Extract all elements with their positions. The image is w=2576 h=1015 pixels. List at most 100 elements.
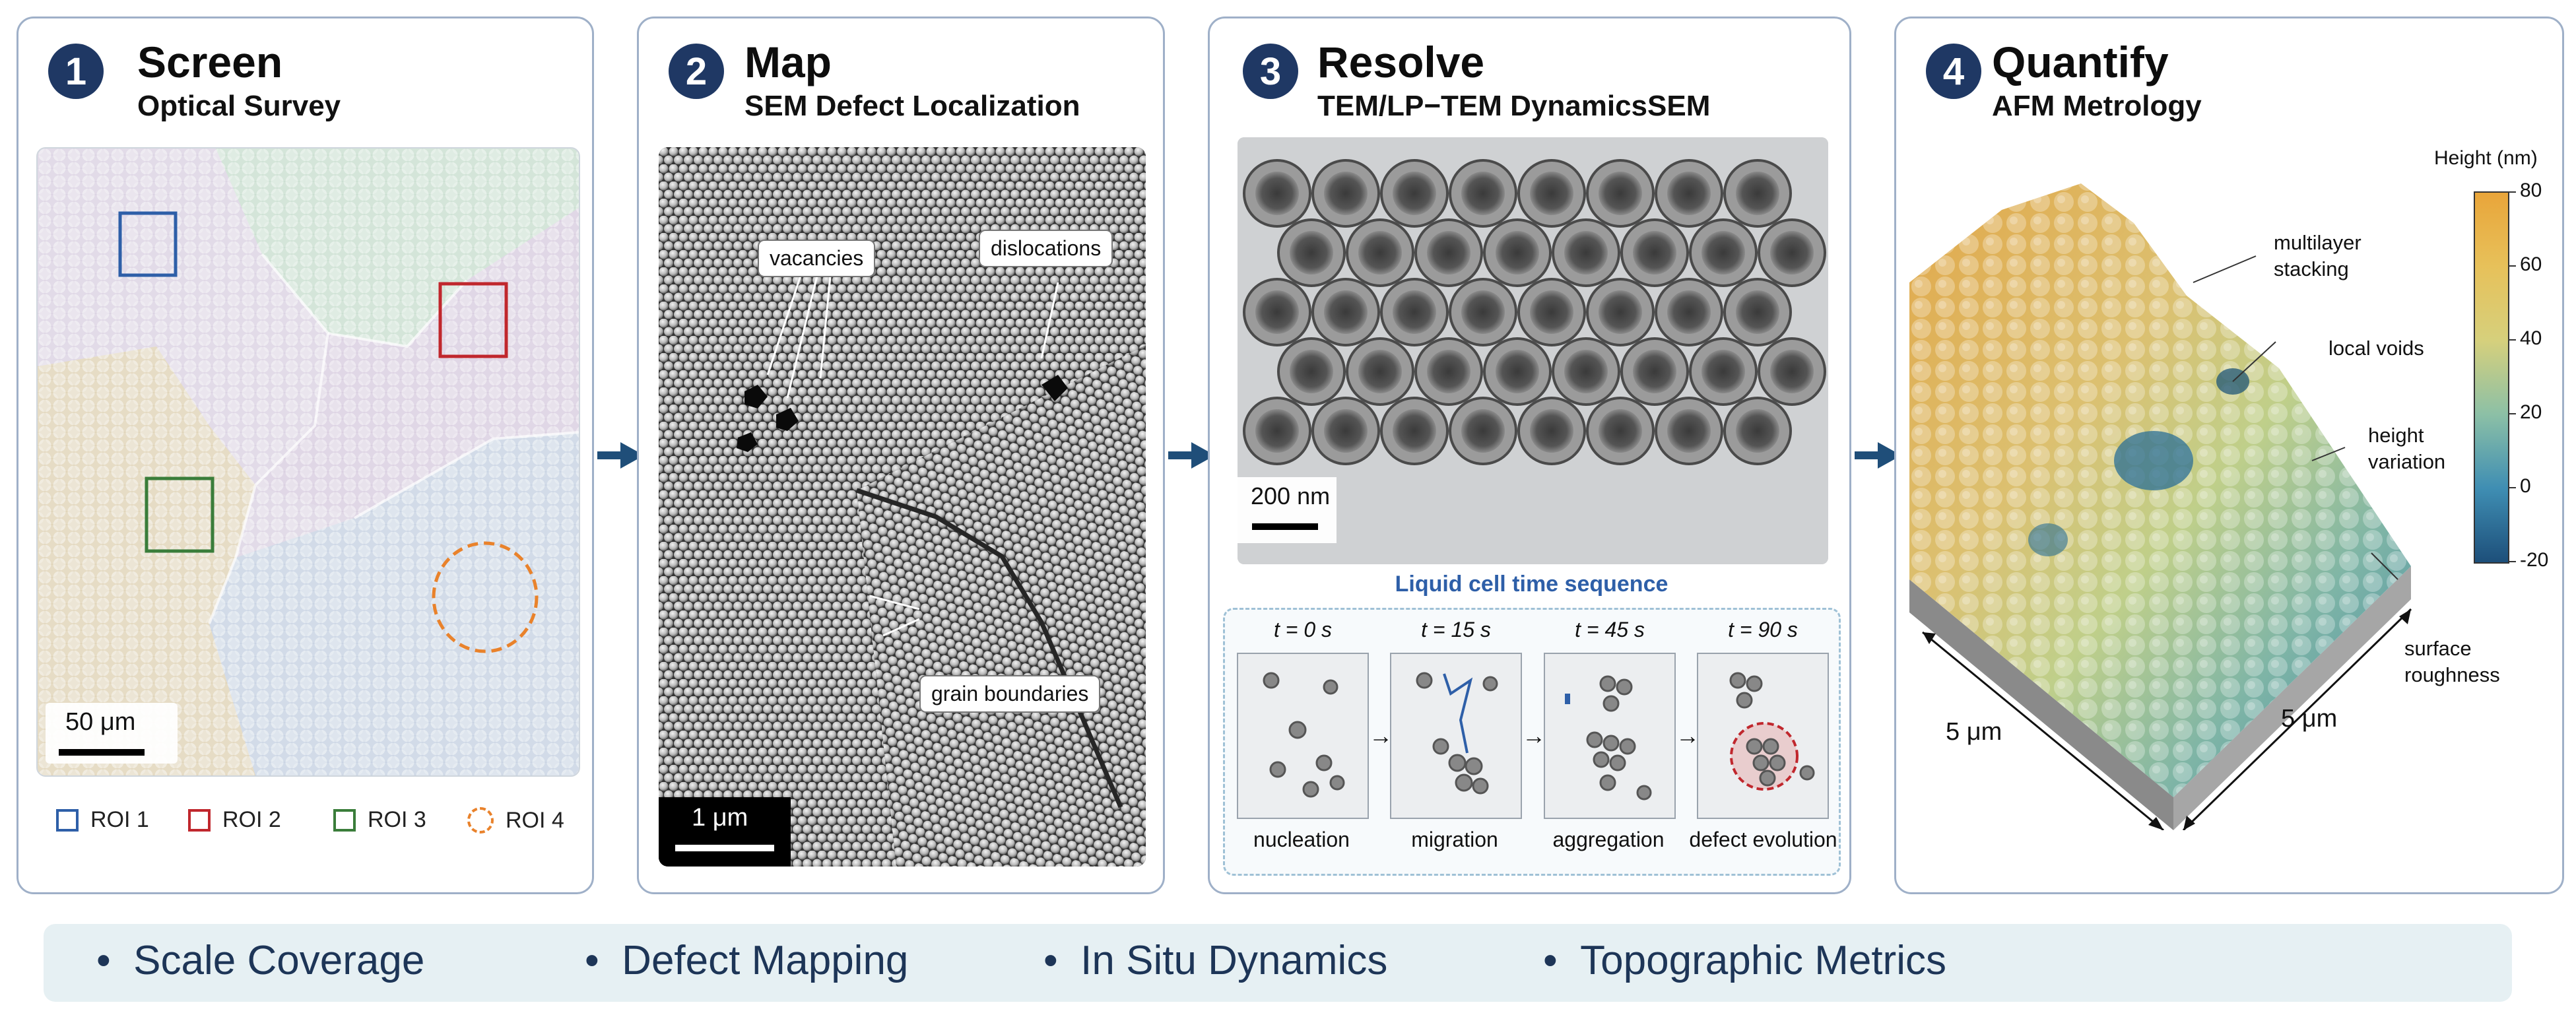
tem-particle-core	[1667, 290, 1711, 334]
panel-subtitle: SEM Defect Localization	[744, 90, 1080, 122]
dislocation-mark	[1041, 375, 1068, 401]
colorbar-tick-label: 0	[2520, 475, 2531, 497]
tem-particle-core	[1701, 350, 1745, 393]
summary-banner: • Scale Coverage • Defect Mapping • In S…	[44, 924, 2512, 1002]
roi-2-box	[438, 282, 508, 358]
tem-particle-core	[1770, 231, 1814, 275]
panel-resolve: 3 Resolve TEM/LP−TEM DynamicsSEM 200 nm …	[1208, 16, 1851, 894]
tem-particle-core	[1255, 409, 1299, 453]
frame-image	[1263, 672, 1345, 798]
frame-caption: aggregation	[1552, 828, 1665, 851]
scalebar-label: 50 μm	[65, 708, 136, 736]
tem-particle-core	[1358, 350, 1402, 393]
tem-particle-core	[1496, 350, 1539, 393]
tem-particle-core	[1427, 350, 1470, 393]
tem-particle-core	[1324, 409, 1368, 453]
vacancy-mark	[744, 385, 768, 409]
colorbar-tick	[2508, 413, 2516, 414]
roi-1-box	[118, 211, 178, 277]
summary-text: Scale Coverage	[133, 938, 425, 983]
frame-time-label: t = 0 s	[1273, 618, 1333, 641]
scalebar-line	[59, 749, 145, 756]
summary-text: Defect Mapping	[622, 938, 909, 983]
panel-subtitle: AFM Metrology	[1992, 90, 2202, 122]
tem-particle-core	[1530, 409, 1573, 453]
summary-text: In Situ Dynamics	[1080, 938, 1388, 983]
afm-surface	[1909, 183, 2412, 830]
tem-frame-3	[1544, 653, 1676, 819]
summary-item-4: • Topographic Metrics	[1543, 938, 1946, 983]
flow-arrow-shaft	[1855, 451, 1881, 459]
tem-particle-core	[1393, 409, 1436, 453]
frame-caption: migration	[1411, 828, 1498, 851]
colorbar-tick-label: 20	[2520, 401, 2542, 423]
arrow-right-icon: →	[1369, 722, 1393, 749]
vacancy-mark	[776, 408, 799, 431]
colorbar-title: Height (nm)	[2434, 147, 2538, 169]
tem-particle-core	[1290, 350, 1333, 393]
tem-particle-core	[1564, 350, 1608, 393]
tem-particle-core	[1324, 290, 1368, 334]
frame-time-label: t = 45 s	[1575, 618, 1645, 641]
colorbar-tick-label: -20	[2520, 549, 2549, 571]
sem-scalebar: 1 μm	[659, 797, 791, 867]
roi-legend-1: ROI 1	[56, 807, 149, 833]
tem-particle-core	[1324, 172, 1368, 215]
frame-image	[1565, 675, 1652, 801]
scalebar-line	[1252, 523, 1318, 530]
roi-legend-4: ROI 4	[467, 807, 564, 834]
step-badge-1: 1	[48, 44, 104, 99]
flow-arrow-shaft	[1168, 451, 1195, 459]
arrow-right-icon: →	[1522, 722, 1546, 749]
roi-legend-3: ROI 3	[333, 807, 426, 833]
panel-title: Map	[744, 38, 832, 86]
frame-time-label: t = 90 s	[1728, 618, 1798, 641]
flow-arrow-shaft	[597, 451, 624, 459]
colorbar-tick-label: 60	[2520, 253, 2542, 275]
vacancies-label: vacancies	[758, 240, 876, 277]
colorbar-tick-label: 80	[2520, 180, 2542, 201]
frame-time-label: t = 15 s	[1421, 618, 1491, 641]
tem-particle-core	[1564, 231, 1608, 275]
frame-image	[1416, 672, 1498, 795]
tem-particle-core	[1255, 290, 1299, 334]
tem-particle-core	[1736, 409, 1779, 453]
frame-caption: defect evolution	[1689, 828, 1837, 851]
roi-4-circle	[432, 541, 539, 653]
step-badge-4: 4	[1926, 44, 1981, 99]
colorbar-tick-label: 40	[2520, 327, 2542, 349]
voids-label: local voids	[2328, 337, 2424, 360]
tem-particle-core	[1633, 350, 1676, 393]
step-badge-2: 2	[669, 44, 724, 99]
void-mark	[2114, 431, 2193, 490]
height-variation-label: height variation	[2368, 424, 2446, 474]
panel-subtitle: Optical Survey	[137, 90, 341, 122]
tem-particle-core	[1496, 231, 1539, 275]
roi-label: ROI 2	[222, 807, 281, 832]
dim-left-label: 5 μm	[1946, 718, 2002, 746]
panel-title: Screen	[137, 38, 283, 86]
tem-frame-2	[1390, 653, 1522, 819]
tem-particle-core	[1770, 350, 1814, 393]
roughness-label: surface roughness	[2404, 637, 2500, 687]
sem-micrograph: vacancies dislocations grain boundaries …	[659, 147, 1146, 867]
summary-item-2: • Defect Mapping	[585, 938, 909, 983]
tem-particle-core	[1290, 231, 1333, 275]
roi-label: ROI 3	[368, 807, 426, 832]
tem-particle-core	[1461, 172, 1505, 215]
optical-scalebar: 50 μm	[46, 703, 178, 764]
roi-label: ROI 4	[506, 807, 564, 833]
optical-image-svg	[38, 148, 579, 775]
tem-particle-core	[1701, 231, 1745, 275]
summary-item-3: • In Situ Dynamics	[1043, 938, 1388, 983]
tem-frame-4	[1697, 653, 1829, 819]
scalebar-label: 1 μm	[692, 804, 748, 832]
tem-particle-core	[1461, 290, 1505, 334]
tem-particle-core	[1633, 231, 1676, 275]
frame-caption: nucleation	[1253, 828, 1350, 851]
panel-title: Resolve	[1317, 38, 1485, 86]
sequence-box: t = 0 s t = 15 s t = 45 s t = 90 s	[1223, 608, 1841, 876]
tem-scalebar: 200 nm	[1238, 477, 1337, 543]
tem-particle-core	[1393, 290, 1436, 334]
tem-particle-core	[1599, 172, 1642, 215]
